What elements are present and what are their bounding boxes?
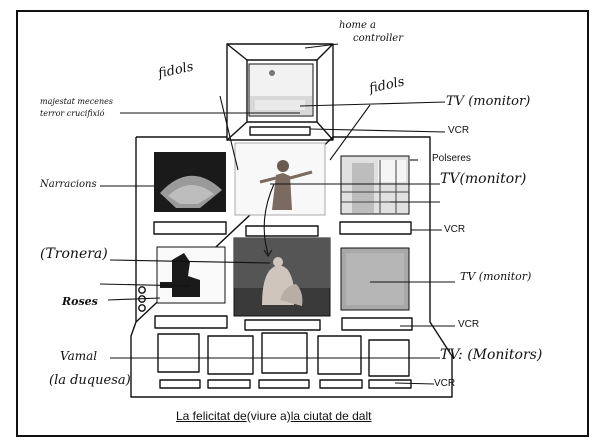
label-majestat-1: majestat mecenes <box>40 97 113 106</box>
vcr-bottom-2 <box>207 379 251 389</box>
vcr-row2-left <box>154 315 228 329</box>
vcr-row2-right <box>341 317 413 331</box>
label-home-a: home a <box>339 20 377 31</box>
vcr-bottom-5 <box>368 379 412 389</box>
label-vcr-top: VCR <box>448 125 470 136</box>
label-vamal: Vamal <box>60 349 98 363</box>
image-panels <box>154 63 410 317</box>
label-majestat-2: terror crucifixió <box>40 109 105 118</box>
main-structure-outline <box>130 136 453 398</box>
monitor-bottom-1 <box>157 333 200 373</box>
vcr-row1-right <box>339 221 412 235</box>
caption-part-1: La felicitat de <box>176 409 247 423</box>
vcr-bottom-3 <box>258 379 310 389</box>
label-vcr-bottom: VCR <box>434 378 456 389</box>
vcr-top <box>249 126 311 136</box>
monitor-bottom-4 <box>317 335 362 375</box>
label-narracions: Narracions <box>40 179 97 190</box>
label-tv-monitor-lower: TV (monitor) <box>460 270 532 283</box>
monitor-bottom-3 <box>261 332 308 374</box>
label-tv-monitors-bottom: TV: (Monitors) <box>440 347 543 363</box>
monitor-bottom-2 <box>207 335 254 375</box>
caption-part-2: (viure a) <box>246 409 291 423</box>
vcr-bottom-4 <box>319 379 363 389</box>
vcr-row1-center <box>245 225 319 237</box>
pointer-lines <box>99 43 455 385</box>
caption-part-3: la ciutat de dalt <box>290 409 372 423</box>
label-tv-top: TV (monitor) <box>446 94 531 109</box>
label-tronera: (Tronera) <box>40 246 108 262</box>
sketch-caption: La felicitat de(viure a)la ciutat de dal… <box>176 409 371 423</box>
label-vcr-mid: VCR <box>444 224 466 235</box>
label-roses: Roses <box>62 295 98 308</box>
vcr-row1-left <box>153 221 227 235</box>
label-la-duquesa: (la duquesa) <box>49 373 131 388</box>
label-controller: controller <box>353 33 403 44</box>
label-polseres: Polseres <box>432 153 471 164</box>
vcr-bottom-1 <box>159 379 201 389</box>
vcr-row2-center <box>244 319 321 331</box>
label-tv-monitor-mid: TV(monitor) <box>440 171 527 187</box>
label-vcr-lower: VCR <box>458 319 480 330</box>
